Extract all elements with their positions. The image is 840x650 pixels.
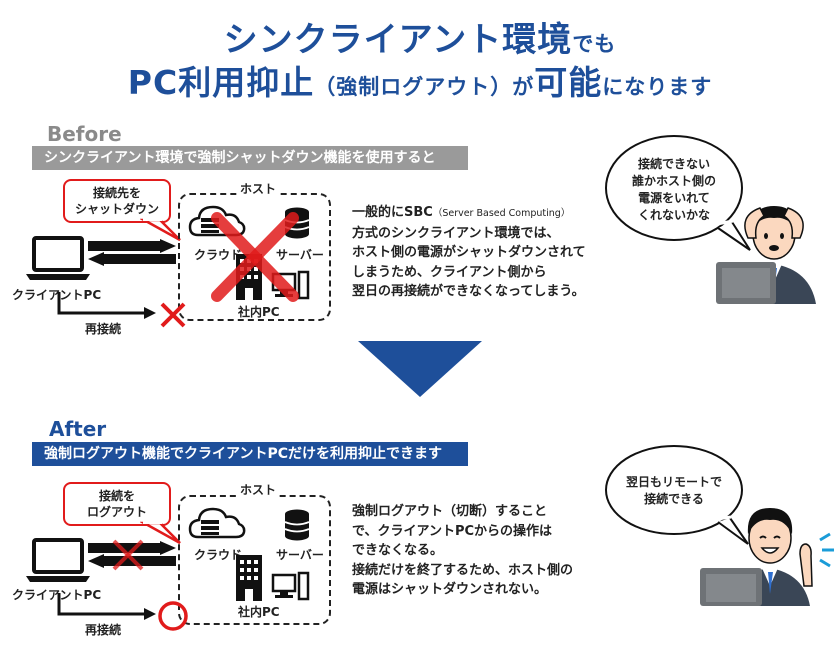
page-title-line1: シンクライアント環境でも	[0, 12, 840, 61]
before-callout-line2: シャットダウン	[74, 202, 159, 216]
before-description: 一般的にSBC（Server Based Computing） 方式のシンクライ…	[352, 203, 612, 302]
available-circle-icon	[158, 601, 188, 631]
title-part-a: PC利用抑止	[127, 63, 315, 102]
before-callout-line1: 接続先を	[92, 186, 141, 200]
after-office-label: 社内PC	[238, 605, 280, 619]
before-bubble-1: 接続できない	[637, 157, 710, 171]
before-reconnect-label: 再接続	[85, 322, 122, 336]
before-host-label: ホスト	[237, 180, 280, 197]
before-desc-3: ホスト側の電源がシャットダウンされて	[352, 245, 586, 260]
title-part-b: （強制ログアウト）	[314, 75, 513, 99]
after-desc-3: できなくなる。	[352, 543, 444, 558]
blocked-x-icon	[160, 302, 186, 328]
page-title-line2: PC利用抑止（強制ログアウト）が可能になります	[0, 56, 840, 104]
after-bubble-2: 接続できる	[644, 492, 704, 506]
after-label: After	[49, 417, 107, 441]
happy-person-illustration	[700, 508, 834, 606]
before-client-label: クライアントPC	[12, 288, 102, 302]
before-desc-5: 翌日の再接続ができなくなってしまう。	[352, 284, 585, 299]
after-callout-pointer	[140, 519, 181, 545]
before-bubble-3: 電源をいれて	[638, 191, 710, 205]
shutdown-x-icon	[211, 212, 299, 302]
title-part-c: が	[512, 75, 535, 99]
after-client-label: クライアントPC	[12, 588, 102, 602]
after-bar: 強制ログアウト機能でクライアントPCだけを利用抑止できます	[32, 442, 468, 466]
before-desc-2: 方式のシンクライアント環境では、	[352, 225, 560, 241]
after-speech-bubble	[605, 445, 749, 545]
after-callout-line1: 接続を	[98, 489, 135, 503]
laptop-icon	[26, 538, 90, 582]
after-reconnect-label: 再接続	[85, 623, 122, 637]
office-building-icon	[236, 555, 310, 601]
before-label: Before	[47, 122, 122, 146]
before-desc-1a: 一般的にSBC	[352, 205, 433, 220]
before-bar: シンクライアント環境で強制シャットダウン機能を使用すると	[32, 146, 468, 170]
after-desc-4: 接続だけを終了するため、ホスト側の	[352, 562, 574, 578]
title-main-1: シンクライアント環境	[223, 20, 573, 60]
connection-arrows	[88, 239, 176, 266]
after-callout: 接続を ログアウト	[63, 482, 171, 526]
after-callout-line2: ログアウト	[86, 505, 147, 519]
title-part-d: 可能	[534, 63, 603, 102]
after-server-label: サーバー	[276, 548, 324, 562]
before-desc-4: しまうため、クライアント側から	[352, 264, 547, 280]
before-callout: 接続先を シャットダウン	[63, 179, 171, 223]
before-office-label: 社内PC	[238, 305, 280, 319]
after-bubble-text: 翌日もリモートで 接続できる	[614, 474, 734, 508]
reconnect-arrow	[57, 292, 156, 319]
before-desc-1b: （Server Based Computing）	[432, 208, 571, 219]
after-desc-1: 強制ログアウト（切断）すること	[352, 504, 548, 519]
before-cloud-label: クラウド	[194, 248, 243, 262]
before-bubble-4: くれないかな	[637, 208, 710, 222]
logout-x-icon	[112, 539, 144, 571]
after-cloud-label: クラウド	[194, 548, 243, 562]
before-server-label: サーバー	[276, 248, 324, 262]
cloud-icon	[188, 507, 246, 539]
after-description: 強制ログアウト（切断）すること で、クライアントPCからの操作は できなくなる。…	[352, 502, 612, 600]
before-bubble-2: 誰かホスト側の	[631, 174, 716, 188]
laptop-icon	[26, 236, 90, 280]
after-host-label: ホスト	[237, 481, 280, 498]
after-desc-2: で、クライアントPCからの操作は	[352, 523, 553, 539]
title-part-e: になります	[602, 75, 713, 99]
reconnect-arrow	[57, 593, 156, 620]
after-desc-5: 電源はシャットダウンされない。	[352, 582, 548, 597]
transition-arrow-icon	[358, 341, 482, 397]
before-callout-pointer	[140, 216, 181, 242]
before-bubble-text: 接続できない 誰かホスト側の 電源をいれて くれないかな	[614, 156, 734, 224]
title-small-1: でも	[572, 32, 617, 56]
after-bubble-1: 翌日もリモートで	[625, 475, 722, 489]
worried-person-illustration	[716, 206, 816, 304]
before-speech-bubble	[605, 135, 751, 251]
server-icon	[284, 509, 310, 541]
